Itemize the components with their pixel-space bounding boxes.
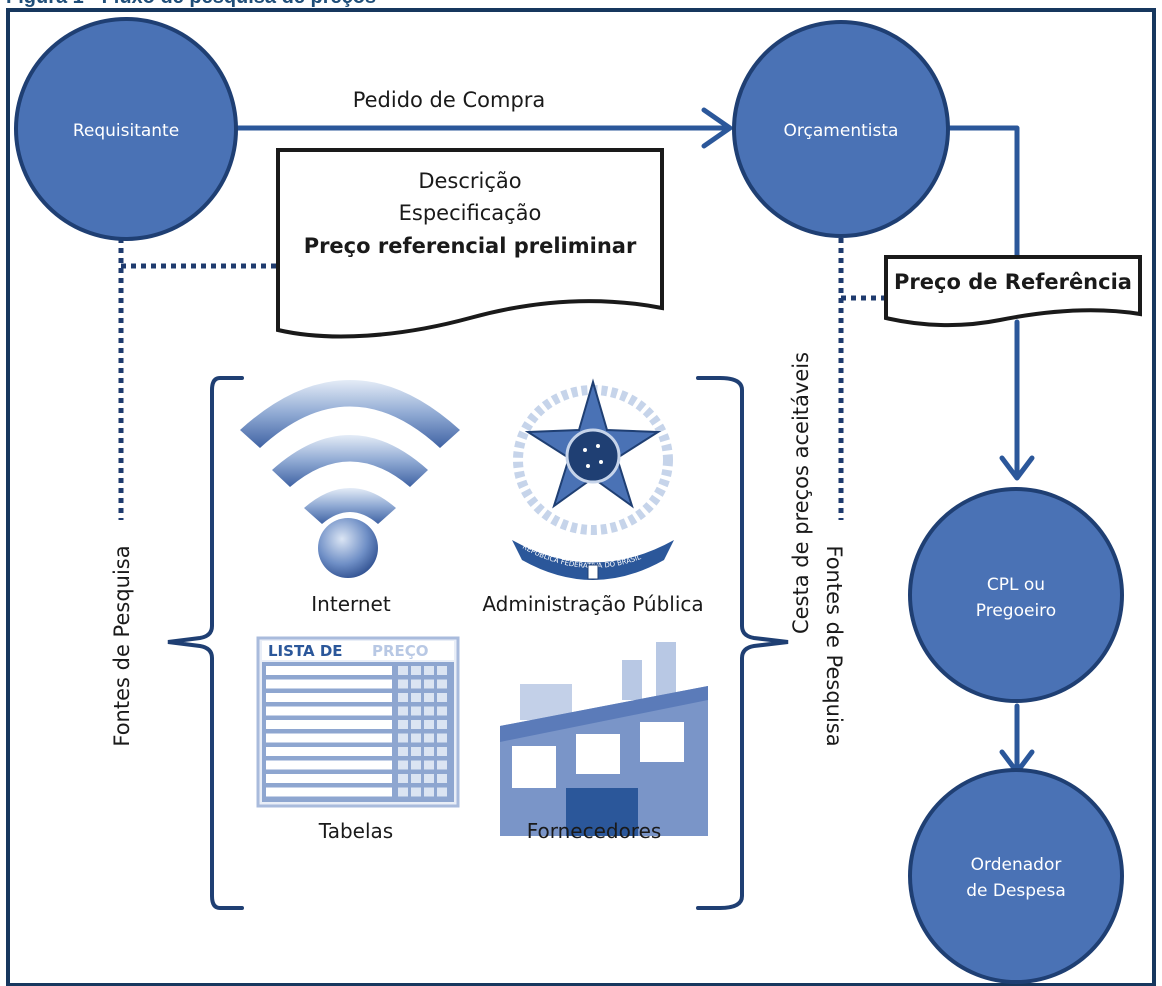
- node-ordenador-line2: de Despesa: [966, 881, 1066, 901]
- figure-caption: Figura 1 - Fluxo de pesquisa de preços: [6, 0, 376, 9]
- price-list-cell: [398, 706, 408, 716]
- reference-price-document: Preço de Referência: [884, 255, 1142, 328]
- price-list-cell: [424, 693, 434, 702]
- price-list-cell: [424, 666, 434, 675]
- price-list-cell: [424, 774, 434, 783]
- price-list-icon: LISTA DE PREÇO: [256, 636, 460, 808]
- price-list-row: [266, 679, 392, 689]
- cpl-to-ordenador-arrow: [999, 703, 1035, 775]
- price-list-cell: [424, 787, 434, 797]
- price-list-cell: [411, 666, 421, 675]
- node-cpl-line1: CPL ou: [987, 575, 1045, 595]
- price-list-cell: [411, 787, 421, 797]
- brasil-seal-icon: REPÚBLICA FEDERATIVA DO BRASIL: [512, 378, 674, 580]
- right-sources-label: Fontes de Pesquisa: [822, 545, 846, 746]
- price-list-row: [266, 693, 392, 702]
- reference-price-label: Preço de Referência: [894, 270, 1132, 294]
- price-list-cell: [411, 760, 421, 770]
- price-list-cell: [424, 706, 434, 716]
- fornecedores-label: Fornecedores: [527, 819, 662, 843]
- price-list-row: [266, 747, 392, 756]
- price-list-cell: [411, 693, 421, 702]
- price-list-cell: [437, 720, 447, 729]
- price-list-cell: [398, 679, 408, 689]
- node-orcamentista: Orçamentista: [732, 20, 950, 238]
- doc-line-preco-preliminar: Preço referencial preliminar: [304, 234, 637, 258]
- factory-icon: [500, 642, 708, 836]
- doc-line-especificacao: Especificação: [399, 201, 542, 225]
- node-orcamentista-label: Orçamentista: [784, 121, 899, 141]
- price-list-cell: [437, 679, 447, 689]
- price-list-row: [266, 760, 392, 770]
- right-brace: [696, 376, 789, 910]
- price-list-cell: [398, 787, 408, 797]
- left-brace: [167, 376, 244, 910]
- outer-frame: [6, 8, 1156, 986]
- pedido-label: Pedido de Compra: [353, 88, 546, 112]
- doc-line-descricao: Descrição: [418, 169, 521, 193]
- pedido-arrow: [233, 107, 733, 149]
- price-list-cell: [437, 693, 447, 702]
- price-list-cell: [398, 720, 408, 729]
- left-sources-label: Fontes de Pesquisa: [110, 545, 134, 746]
- price-list-cell: [424, 720, 434, 729]
- internet-label: Internet: [311, 592, 391, 616]
- price-list-cell: [411, 774, 421, 783]
- tabelas-label: Tabelas: [318, 819, 393, 843]
- price-list-cell: [424, 747, 434, 756]
- price-list-cell: [398, 693, 408, 702]
- node-ordenador-line1: Ordenador: [971, 855, 1062, 875]
- price-list-cell: [411, 706, 421, 716]
- node-cpl-line2: Pregoeiro: [976, 601, 1056, 621]
- price-list-cell: [398, 774, 408, 783]
- price-list-cell: [411, 720, 421, 729]
- node-requisitante: Requisitante: [14, 17, 238, 241]
- price-list-cell: [437, 706, 447, 716]
- price-list-cell: [411, 733, 421, 743]
- price-list-row: [266, 666, 392, 675]
- price-list-cell: [437, 760, 447, 770]
- price-list-header-a: LISTA DE: [268, 642, 343, 660]
- price-list-row: [266, 774, 392, 783]
- price-list-row: [266, 720, 392, 729]
- requirements-document: Descrição Especificação Preço referencia…: [276, 148, 664, 339]
- price-list-cell: [398, 760, 408, 770]
- node-cpl: CPL ou Pregoeiro: [908, 487, 1124, 703]
- price-list-row: [266, 706, 392, 716]
- orcamentista-to-cpl-arrow: [943, 125, 1035, 481]
- price-list-cell: [411, 679, 421, 689]
- price-list-cell: [398, 733, 408, 743]
- price-list-header-b: PREÇO: [372, 642, 429, 660]
- price-list-cell: [437, 787, 447, 797]
- price-list-cell: [411, 747, 421, 756]
- acceptable-prices-label: Cesta de preços aceitáveis: [789, 352, 813, 634]
- price-list-cell: [424, 679, 434, 689]
- price-list-cell: [424, 760, 434, 770]
- price-list-cell: [424, 733, 434, 743]
- administracao-label: Administração Pública: [482, 592, 703, 616]
- node-requisitante-label: Requisitante: [73, 121, 179, 141]
- node-ordenador: Ordenador de Despesa: [908, 768, 1124, 984]
- wifi-icon: [240, 380, 460, 578]
- price-list-cell: [437, 666, 447, 675]
- price-list-cell: [398, 747, 408, 756]
- price-list-row: [266, 787, 392, 797]
- price-list-cell: [437, 747, 447, 756]
- price-list-cell: [398, 666, 408, 675]
- price-list-cell: [437, 774, 447, 783]
- price-list-cell: [437, 733, 447, 743]
- price-list-row: [266, 733, 392, 743]
